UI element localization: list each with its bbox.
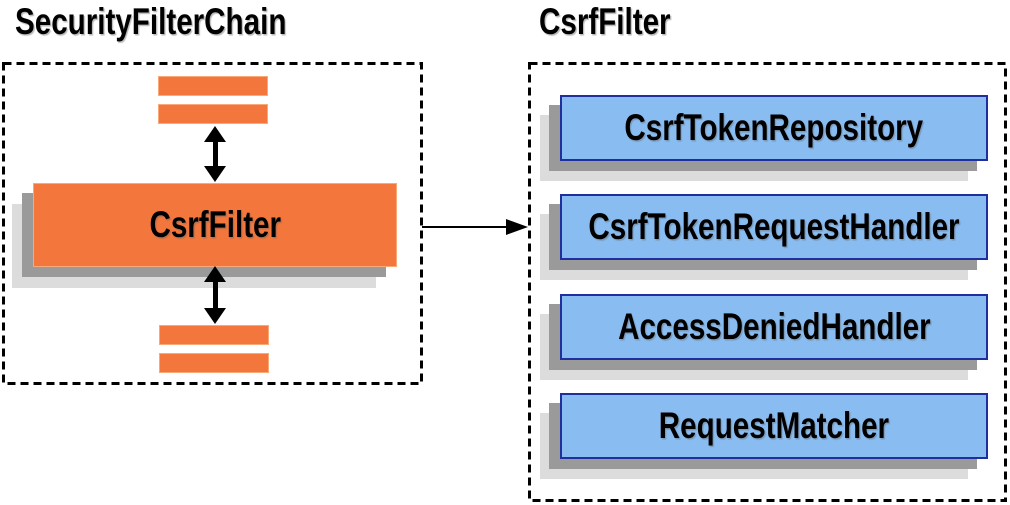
chain-flow-arrow-top: [204, 126, 226, 182]
request-matcher-box: RequestMatcher: [560, 393, 988, 459]
csrf-filter-title: CsrfFilter: [539, 1, 671, 42]
arrow-down-icon: [204, 166, 226, 182]
component-label: CsrfTokenRepository: [624, 107, 924, 148]
csrf-filter-node-label: CsrfFilter: [149, 204, 281, 245]
arrow-right-icon: [506, 219, 528, 235]
csrf-filter-container: [528, 62, 1007, 502]
arrow-up-icon: [204, 126, 226, 142]
security-filter-chain-title: SecurityFilterChain: [15, 1, 287, 42]
filter-placeholder-bar: [158, 104, 268, 124]
arrow-down-icon: [204, 308, 226, 324]
filter-placeholder-bar: [159, 325, 269, 345]
component-label: RequestMatcher: [658, 405, 890, 446]
filter-placeholder-bar: [158, 76, 268, 96]
arrow-up-icon: [204, 266, 226, 282]
csrf-token-repository-box: CsrfTokenRepository: [560, 95, 988, 161]
csrf-filter-node: CsrfFilter: [33, 183, 397, 267]
security-filter-chain-container: [2, 62, 423, 385]
csrf-token-request-handler-box: CsrfTokenRequestHandler: [560, 194, 988, 260]
chain-flow-arrow-bottom: [204, 266, 226, 324]
component-label: AccessDeniedHandler: [617, 306, 931, 347]
filter-placeholder-bar: [159, 353, 269, 373]
csrf-filter-detail-arrow: [422, 219, 528, 235]
access-denied-handler-box: AccessDeniedHandler: [560, 294, 988, 360]
component-label: CsrfTokenRequestHandler: [588, 206, 960, 247]
